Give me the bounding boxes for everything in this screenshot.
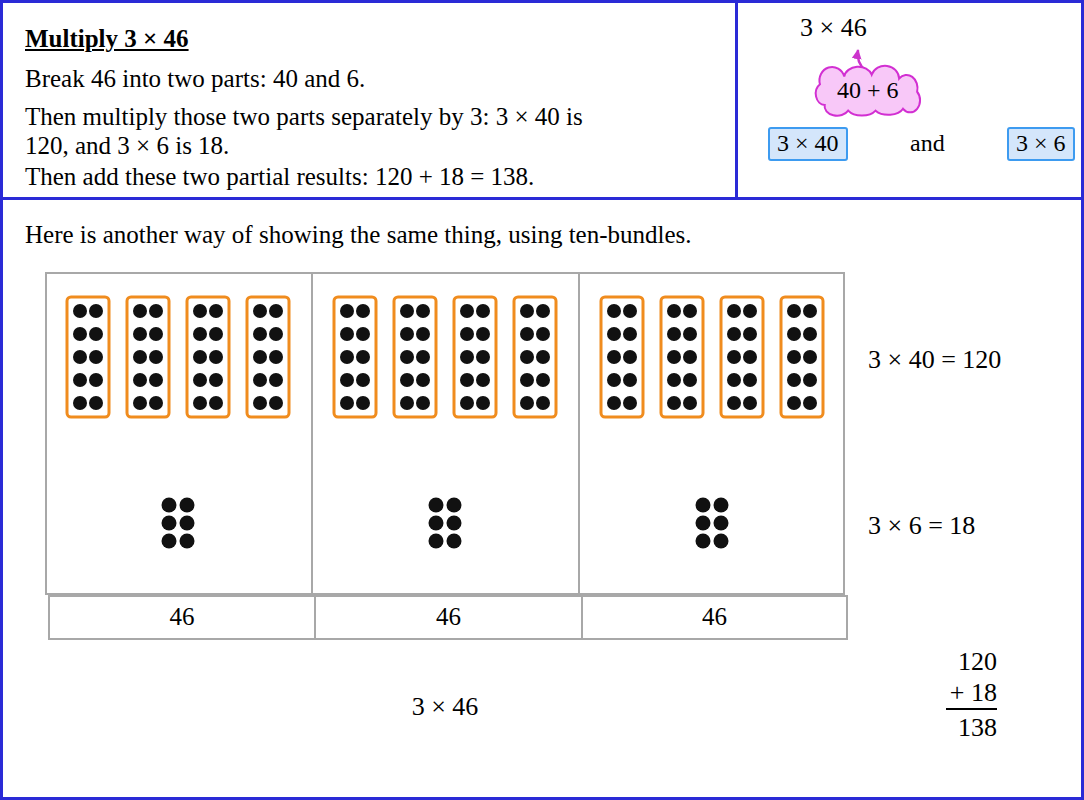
number-cell: 46	[48, 595, 316, 640]
product-box: 3 × 6	[1007, 127, 1075, 161]
expression-text: 3 × 46	[412, 692, 479, 722]
joiner-text: and	[910, 130, 945, 158]
product-text: 3 × 40	[777, 130, 839, 158]
instruction-panel: Multiply 3 × 46 Break 46 into two parts: …	[0, 0, 738, 200]
heading-text: Multiply 3 × 46	[25, 25, 715, 54]
expression-text: 3 × 46	[800, 13, 867, 43]
bundle-panel: Here is another way of showing the same …	[0, 197, 1084, 800]
product-text: 3 × 6	[1016, 130, 1066, 158]
sketch-panel: 3 × 46 and 40 + 6 3 × 40 3 × 6	[735, 0, 1084, 200]
cloud-text: 40 + 6	[837, 77, 899, 105]
equation-text: 3 × 6 = 18	[868, 511, 975, 541]
cell-number: 46	[702, 603, 727, 632]
addend-text: + 18	[946, 678, 997, 710]
cell-number: 46	[170, 603, 195, 632]
step-text: Then add these two partial results: 120 …	[25, 163, 725, 192]
number-cell: 46	[581, 595, 848, 640]
ten-bundles	[67, 297, 823, 417]
equation-text: 3 × 40 = 120	[868, 345, 1001, 375]
step-text: Then multiply those two parts separately…	[25, 103, 625, 161]
product-box: 3 × 40	[768, 127, 848, 161]
intro-text: Here is another way of showing the same …	[25, 221, 1025, 250]
step-text: Break 46 into two parts: 40 and 6.	[25, 65, 715, 94]
addend-text: 120	[958, 647, 997, 677]
bundle-grid	[46, 273, 844, 594]
cell-number: 46	[436, 603, 461, 632]
number-cell: 46	[314, 595, 583, 640]
sum-text: 138	[958, 713, 997, 743]
cloud-shape: 40 + 6	[809, 69, 927, 113]
single-dots	[162, 498, 729, 549]
